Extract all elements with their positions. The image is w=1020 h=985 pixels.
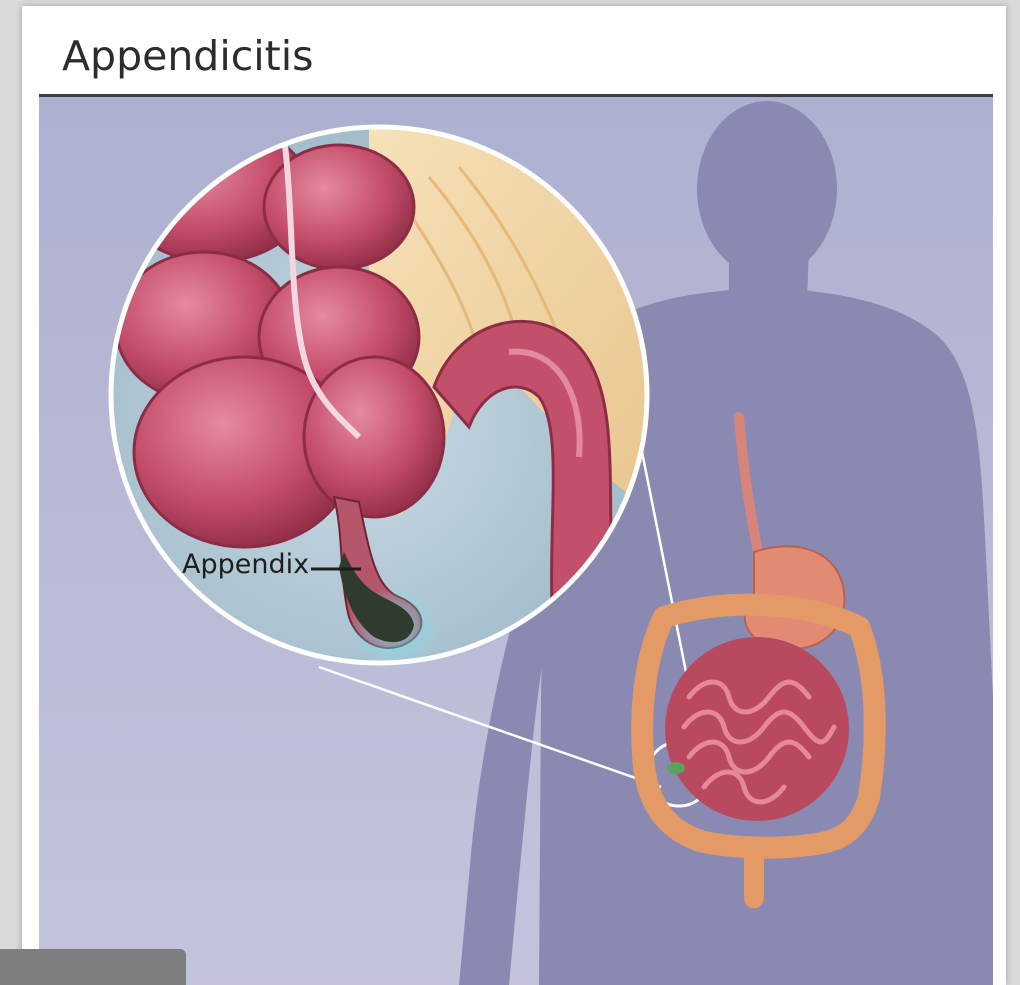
figure-title: Appendicitis bbox=[62, 36, 314, 77]
appendicitis-illustration: Appendix bbox=[39, 97, 993, 985]
figure-card: Appendicitis bbox=[22, 6, 1006, 985]
appendix-label: Appendix bbox=[182, 549, 309, 580]
bottom-tab bbox=[0, 949, 186, 985]
